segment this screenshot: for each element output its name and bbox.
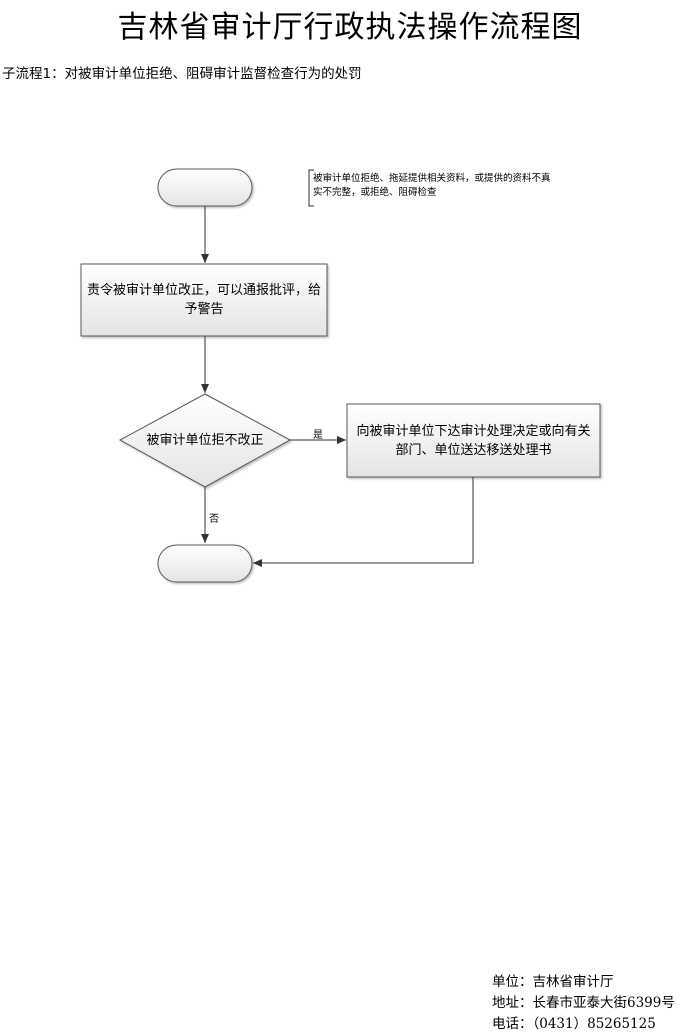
footer-address: 地址：长春市亚泰大街6399号	[492, 995, 675, 1011]
yes-label: 是	[313, 430, 323, 441]
start-terminator	[157, 168, 253, 207]
order-correction-box	[80, 263, 328, 337]
subprocess-title: 子流程1：对被审计单位拒绝、阻碍审计监督检查行为的处罚	[2, 66, 362, 82]
note-text: 被审计单位拒绝、拖延提供相关资料，或提供的资料不真实不完整，或拒绝、阻碍检查	[313, 173, 551, 198]
note-bracket	[308, 169, 314, 207]
order-correction-label: 责令被审计单位改正，可以通报批评，给予警告	[86, 283, 321, 317]
penalty-box	[346, 403, 601, 478]
contact-info: 单位：吉林省审计厅 地址：长春市亚泰大街6399号 电话：（0431）85265…	[492, 972, 675, 1035]
end-terminator	[157, 544, 253, 583]
page-title: 吉林省审计厅行政执法操作流程图	[117, 10, 583, 45]
decision-label: 被审计单位拒不改正	[146, 432, 264, 448]
footer-phone: 电话：（0431）85265125	[492, 1016, 656, 1032]
arrow-penalty-to-end	[253, 477, 474, 567]
penalty-label: 向被审计单位下达审计处理决定或向有关部门、单位送达移送处理书	[356, 423, 591, 458]
no-label: 否	[209, 514, 219, 525]
footer-unit: 单位：吉林省审计厅	[492, 974, 614, 990]
